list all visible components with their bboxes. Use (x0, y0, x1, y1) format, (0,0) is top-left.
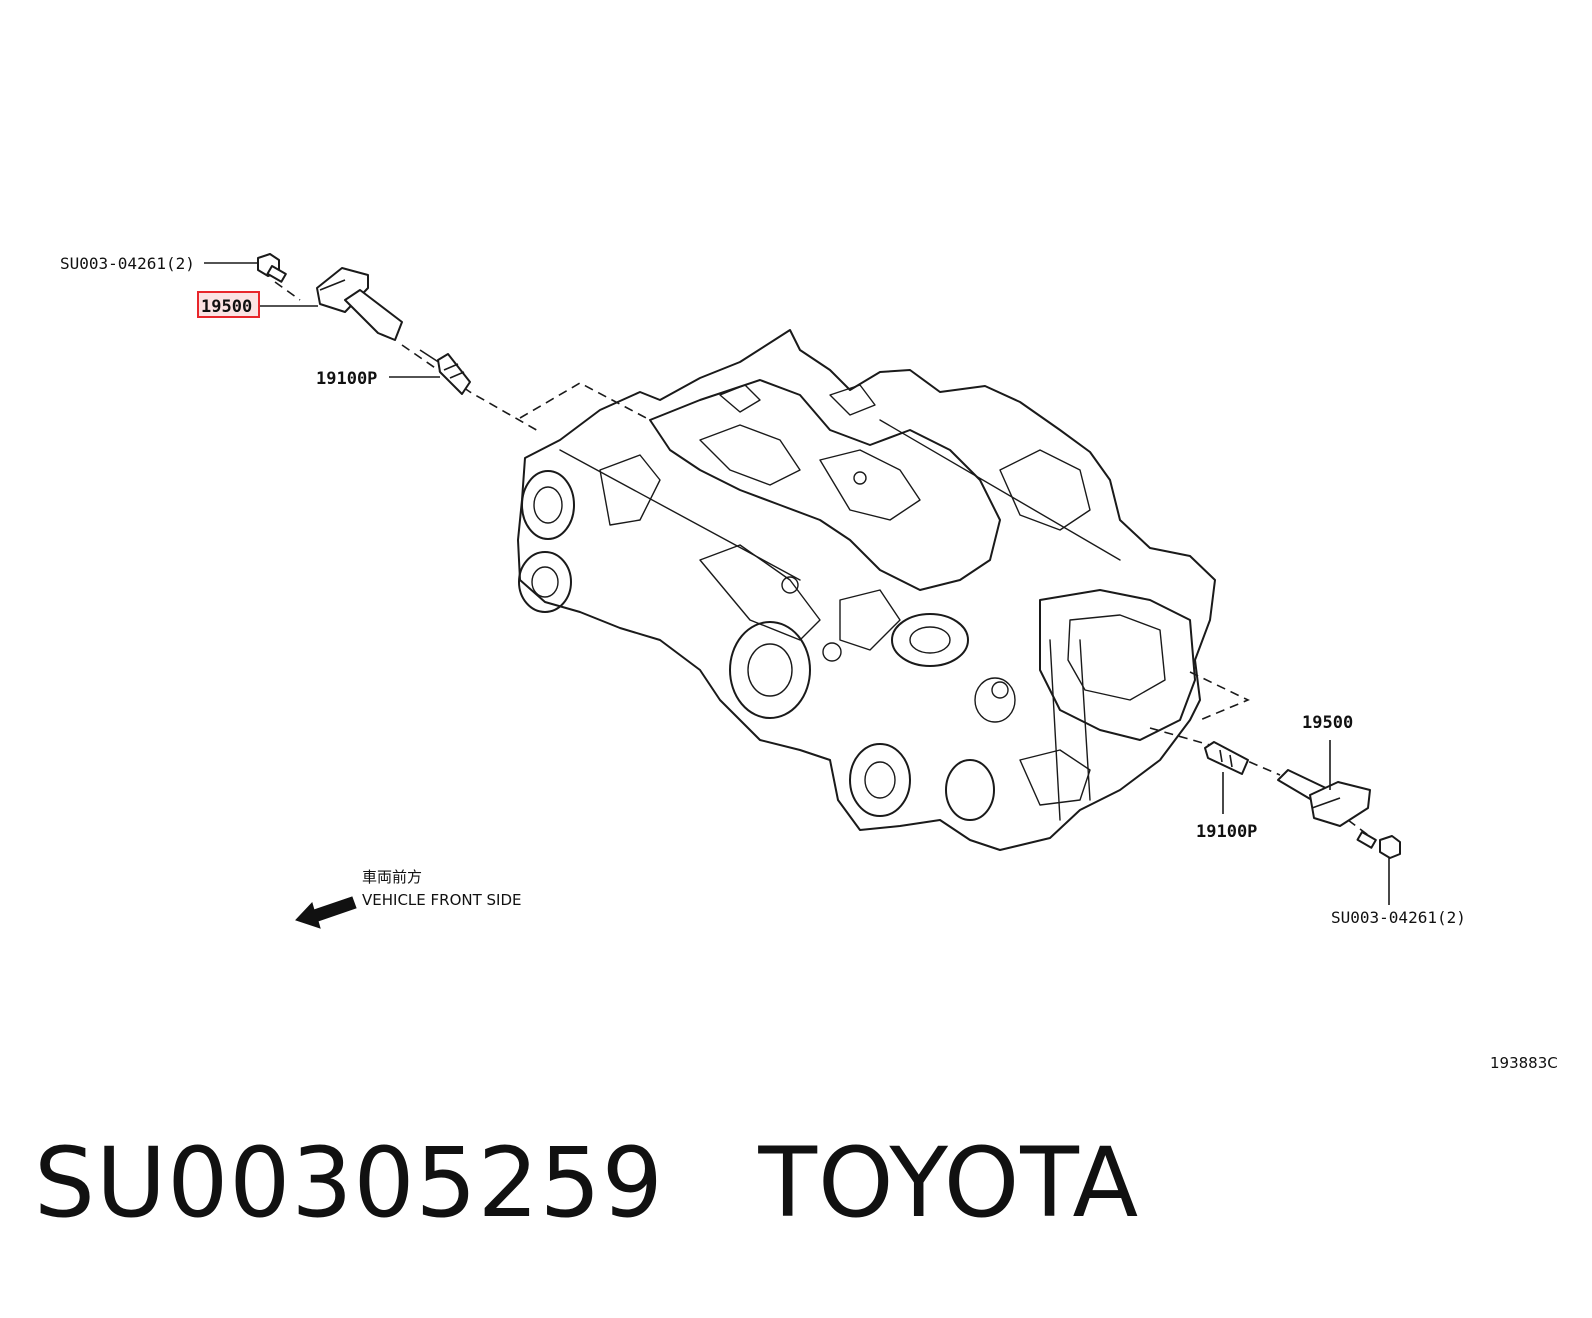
callout-coil-top[interactable]: 19500 (201, 297, 252, 317)
brand-name: TOYOTA (758, 1127, 1140, 1239)
callout-bolt-top: SU003-04261(2) (60, 254, 195, 273)
ignition-coil-top-icon (316, 267, 403, 341)
callout-coil-right: 19500 (1302, 713, 1353, 733)
spark-plug-right-icon (1204, 741, 1249, 775)
bolt-top-icon (257, 253, 287, 283)
callout-plug-top: 19100P (316, 369, 377, 389)
footer-caption: SU00305259 TOYOTA (34, 1135, 1139, 1231)
part-number: SU00305259 (34, 1127, 664, 1239)
callout-coil-top-highlight (197, 291, 260, 318)
direction-label-en: VEHICLE FRONT SIDE (362, 891, 522, 909)
direction-label-jp: 車両前方 (362, 868, 422, 886)
bolt-right-icon (1356, 831, 1401, 859)
spark-plug-top-icon (419, 349, 471, 395)
ignition-coil-right-icon (1277, 769, 1371, 827)
vehicle-front-indicator: 車両前方 VEHICLE FRONT SIDE (295, 868, 522, 929)
install-line-top (274, 281, 651, 433)
callout-bolt-right: SU003-04261(2) (1331, 908, 1466, 927)
figure-code: 193883C (1490, 1054, 1558, 1072)
callout-plug-right: 19100P (1196, 822, 1257, 842)
direction-arrow-icon (295, 896, 357, 929)
install-line-right-bolt (1347, 819, 1373, 839)
caption-gap (664, 1127, 759, 1239)
engine-assembly (517, 329, 1216, 851)
